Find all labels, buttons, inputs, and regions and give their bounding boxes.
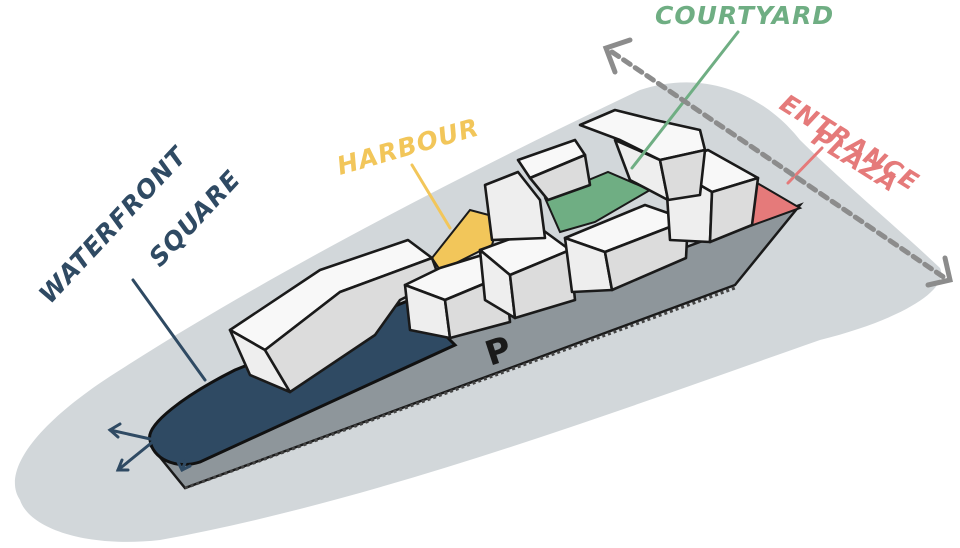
building-north-tower [578,108,707,202]
building-north-west [483,138,592,242]
building-west-bar [228,238,442,394]
frontage-dimension-arrow [602,37,953,288]
courtyard-label: COURTYARD [655,1,834,30]
building-north-east [663,148,760,244]
view-direction-arrows [107,422,200,473]
waterfront-leader-line [131,278,207,382]
harbour-label: HARBOUR [334,113,483,181]
harbour-leader-line [410,163,452,230]
courtyard-area [543,170,653,234]
building-courtyard-south [563,203,690,294]
podium-dashed-edge [184,286,736,490]
entrance-leader-line [786,146,824,185]
